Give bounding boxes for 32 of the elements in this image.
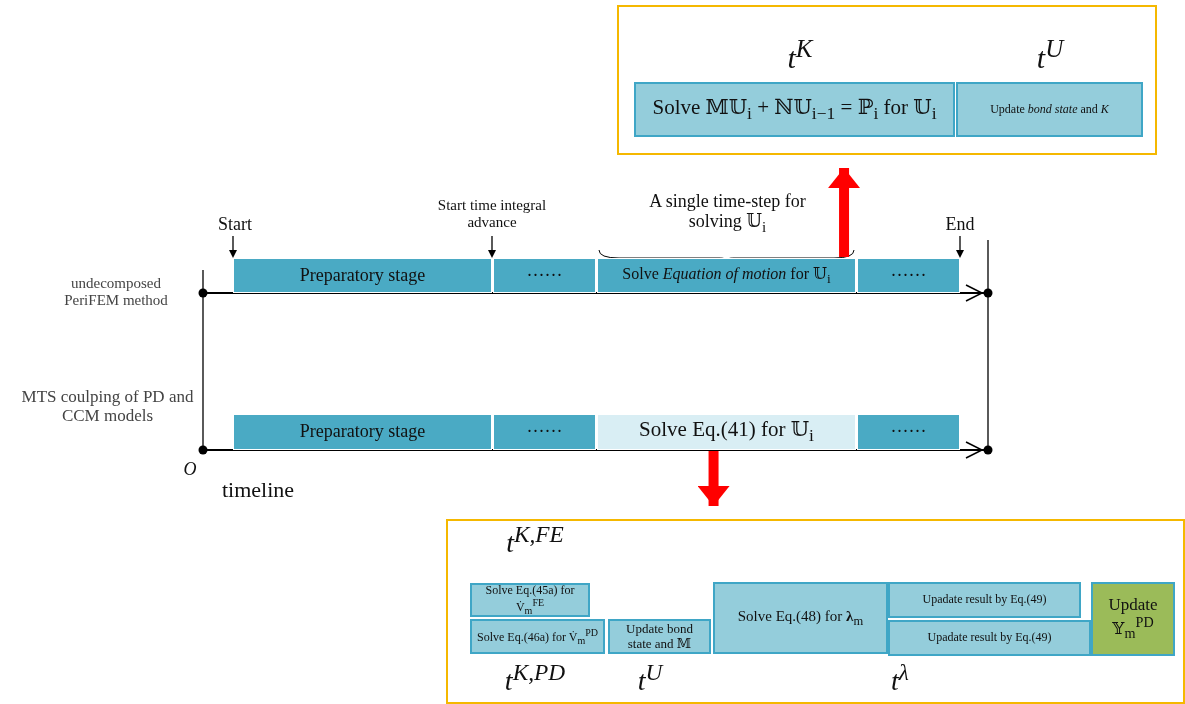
stage-bar: ······ xyxy=(493,258,596,293)
brace-caption: A single time-step for solving 𝕌$_{i}$ xyxy=(648,192,807,235)
step-box: Update bond state and 𝕄 xyxy=(608,619,711,654)
stage-bar: Solve Equation of motion for 𝕌$_{i}$ xyxy=(597,258,856,293)
annotation-text: End xyxy=(944,215,976,235)
step-box: Solve 𝕄𝕌$_{i}$ + ℕ𝕌$_{i−1}$ = ℙ$_{i}$ for 𝕌$_{i}$ xyxy=(634,82,955,137)
stage-bar: Preparatory stage xyxy=(233,258,492,293)
duration-label: t$^{K}$ xyxy=(786,35,815,74)
annotation-text: undecomposed PeriFEM method xyxy=(63,275,169,308)
step-box: Upadate result by Eq.(49) xyxy=(888,620,1091,656)
stage-bar: ······ xyxy=(493,414,596,450)
panel xyxy=(446,519,1185,704)
duration-label: t$^{U}$ xyxy=(636,660,665,698)
stage-bar: ······ xyxy=(857,414,960,450)
stage-bar: Preparatory stage xyxy=(233,414,492,450)
duration-label: t$^{U}$ xyxy=(1035,35,1066,74)
panel xyxy=(617,5,1157,155)
duration-label: t$^{K,FE}$ xyxy=(505,522,565,560)
annotation-text: MTS coulping of PD and CCM models xyxy=(20,388,195,426)
step-box: Upadate result by Eq.(49) xyxy=(888,582,1081,618)
step-box: Solve Eq.(48) for λ$_{m}$ xyxy=(713,582,888,654)
stage-bar: ······ xyxy=(857,258,960,293)
step-box: Update bond state and K xyxy=(956,82,1143,137)
block-arrow xyxy=(697,451,730,506)
duration-label: t$^{λ}$ xyxy=(890,660,910,698)
annotation-text: Start xyxy=(217,215,253,235)
annotation-text: Start time integral advance xyxy=(436,197,548,230)
annotation-text: timeline xyxy=(222,478,296,503)
stage-bar: Solve Eq.(41) for 𝕌$_{i}$ xyxy=(597,414,856,450)
duration-label: t$^{K,PD}$ xyxy=(503,660,567,698)
origin-label: O xyxy=(182,460,198,480)
block-arrow xyxy=(828,168,861,257)
